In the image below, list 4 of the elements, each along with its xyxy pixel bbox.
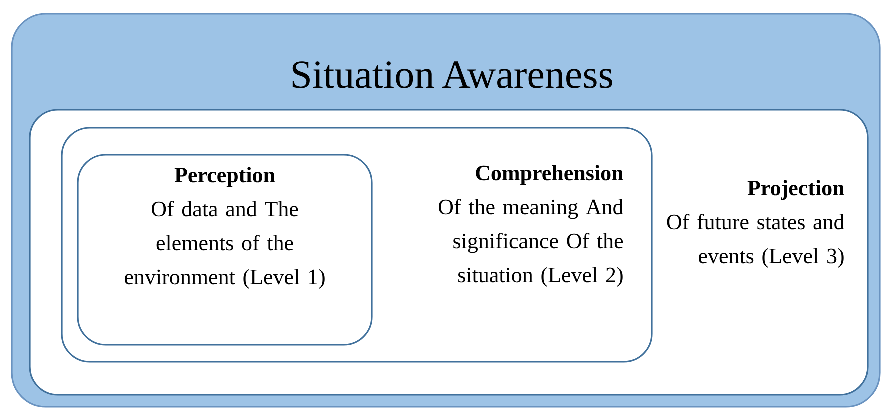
box-text: Perception Of data and The elements of the environment (Level 1) <box>125 167 325 290</box>
box-text: Comprehension Of the meaning And significance Of the situation (Level 2) <box>438 165 624 288</box>
box-text: Projection Of future states and events (Level 3) <box>667 180 845 268</box>
box-text: Situation Awareness <box>292 62 612 88</box>
